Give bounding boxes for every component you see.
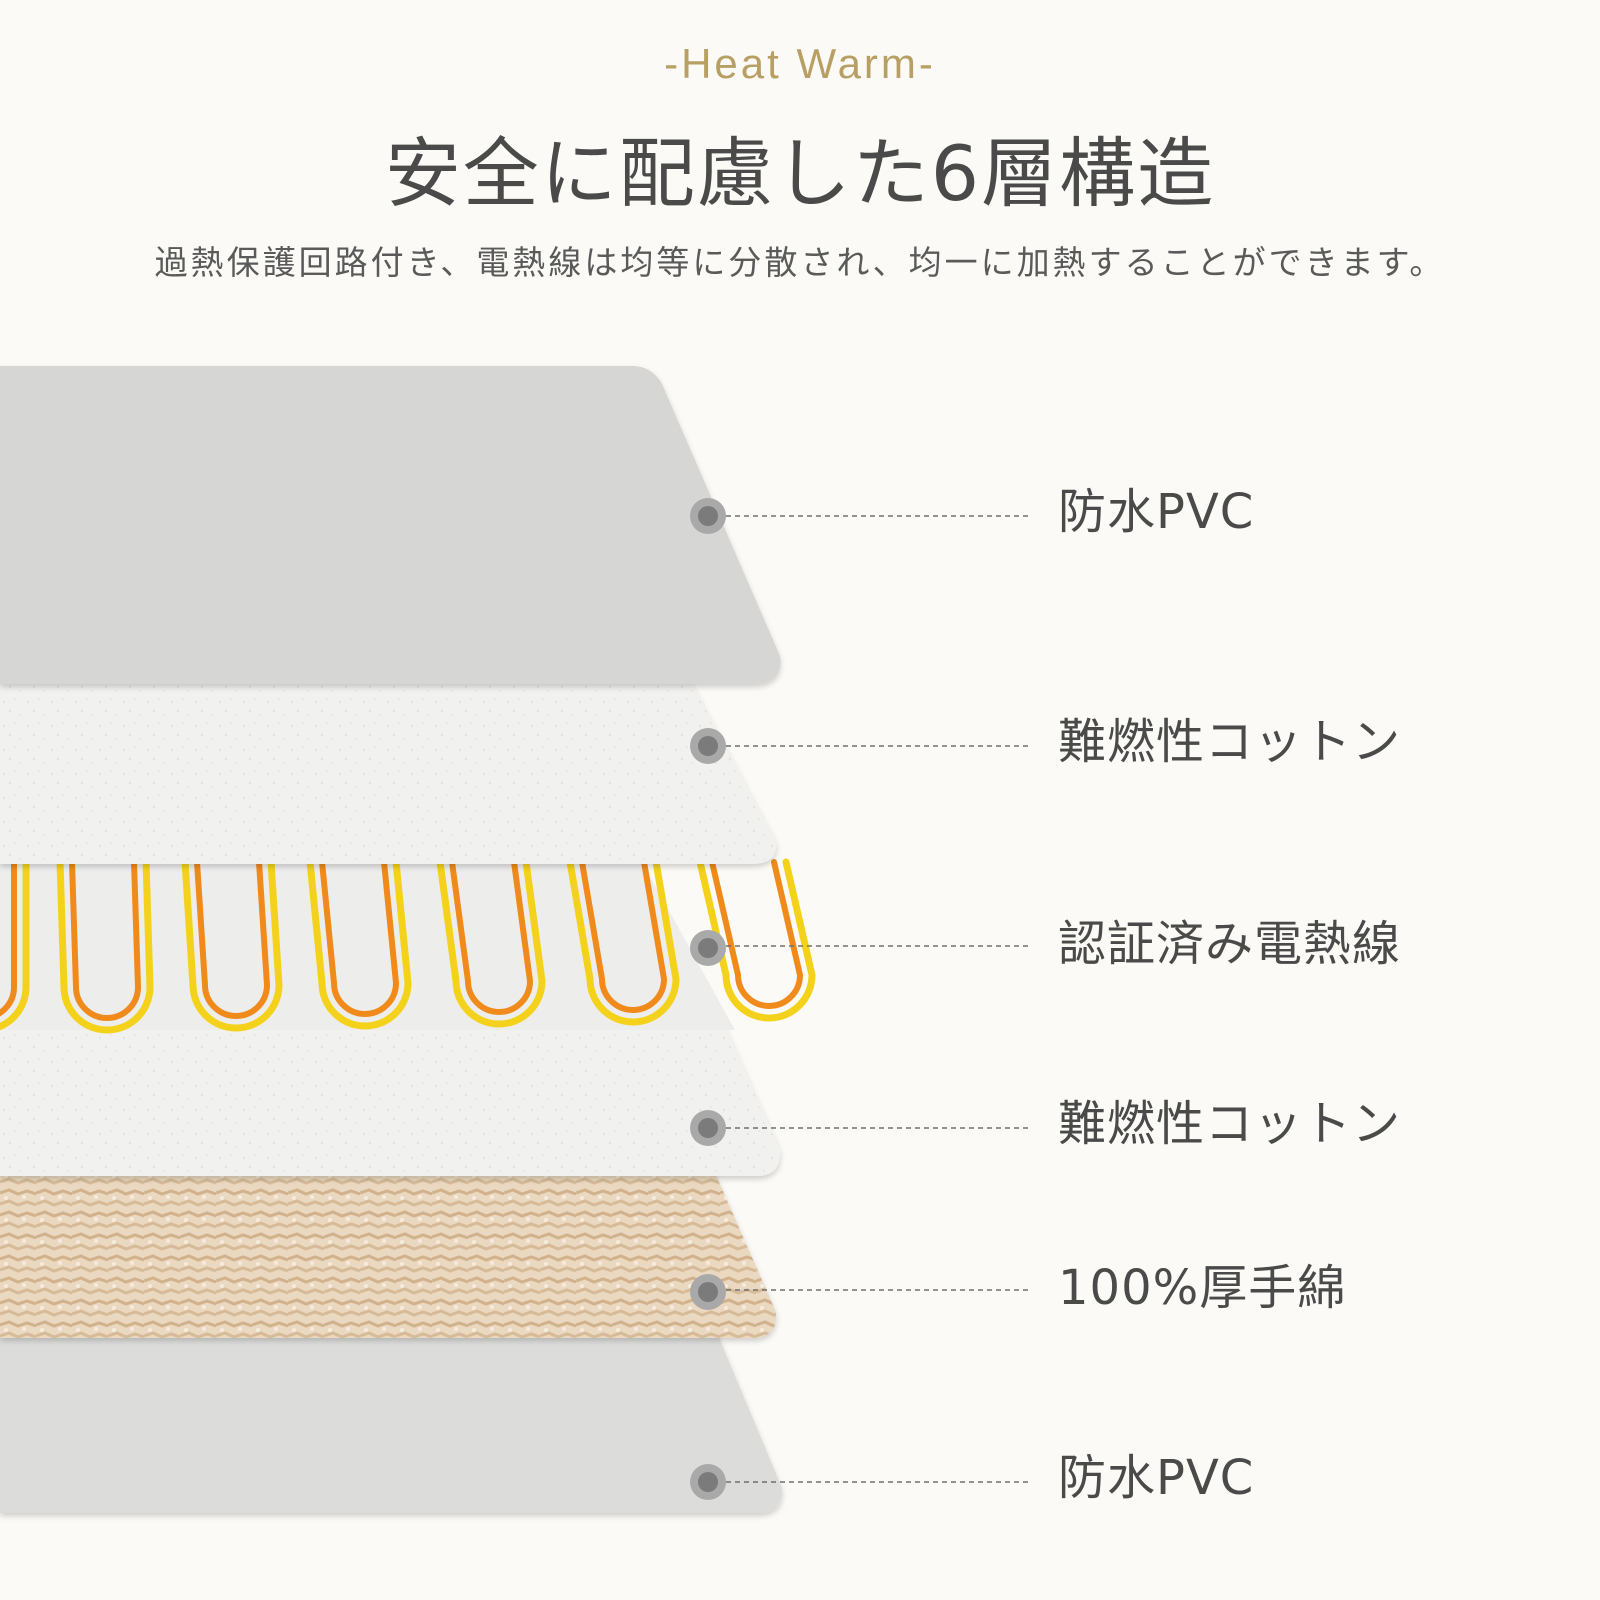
layer-label-pvc-bottom: 防水PVC: [1058, 1450, 1255, 1506]
section-eyebrow: -Heat Warm-: [664, 40, 936, 87]
layer-pvc-bottom: [0, 1316, 783, 1513]
heating-wire-loop: [306, 858, 412, 1030]
callout-dot: [698, 1118, 718, 1138]
callout-dots: [690, 498, 726, 1500]
layer-thick-cotton: [0, 1150, 777, 1338]
heating-wire-loop: [566, 858, 680, 1026]
heating-wire-loop: [696, 858, 816, 1022]
layer-heating-wire: [0, 858, 816, 1034]
heating-wire-loop-inner: [194, 859, 271, 1019]
callout-dot: [698, 1282, 718, 1302]
heating-wire-loop-inner: [69, 859, 142, 1021]
heating-wire-loop-inner: [319, 859, 400, 1017]
heating-wire-loop-inner: [709, 859, 804, 1009]
page-title: 安全に配慮した6層構造: [384, 129, 1216, 218]
layer-label-pvc-top: 防水PVC: [1058, 484, 1255, 540]
layer-pvc-top: [0, 366, 781, 684]
layer-cotton-upper: [0, 680, 777, 864]
layer-label-cotton-upper: 難燃性コットン: [1058, 714, 1402, 770]
heating-wire-loop: [56, 858, 154, 1034]
heating-wire-loop: [436, 858, 546, 1028]
layer-label-cotton-lower: 難燃性コットン: [1058, 1096, 1402, 1152]
heating-wire-loop: [0, 858, 30, 1031]
heating-wire-loop-inner: [449, 859, 534, 1015]
callout-dot: [698, 938, 718, 958]
layer-label-thick-cotton: 100%厚手綿: [1058, 1260, 1347, 1316]
heating-wire-loop: [181, 858, 283, 1032]
heating-wire-loop-inner: [579, 859, 668, 1013]
layer-cotton-lower: [0, 982, 781, 1176]
layer-label-heating-wire: 認証済み電熱線: [1058, 916, 1402, 972]
heating-wire-loop-inner: [0, 859, 17, 1017]
callout-dot: [698, 506, 718, 526]
callout-dot: [698, 1472, 718, 1492]
page-subtitle: 過熱保護回路付き、電熱線は均等に分散され、均一に加熱することができます。: [154, 243, 1446, 282]
callout-dot: [698, 736, 718, 756]
